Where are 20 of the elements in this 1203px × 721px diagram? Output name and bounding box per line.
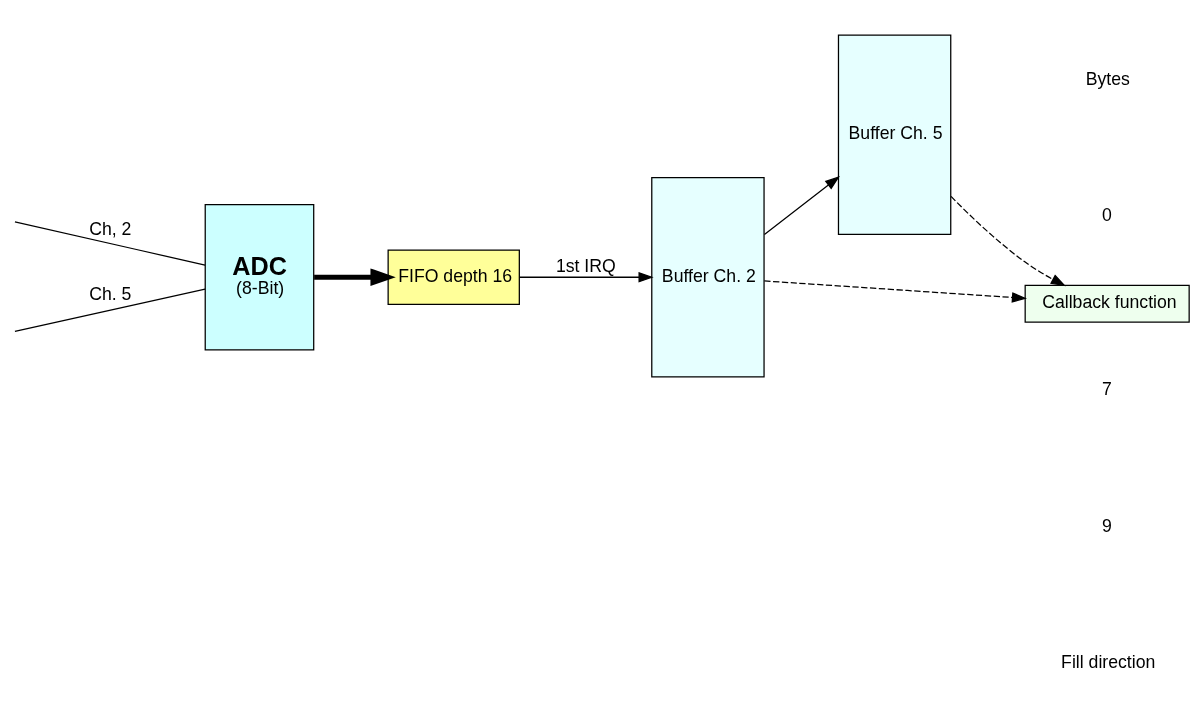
label: Bytes [1085,69,1130,90]
label: 9 [1102,515,1112,536]
arrow [518,271,654,283]
node-box: Buffer Ch. 5 [837,34,952,235]
arrow [314,268,396,287]
node-box: ADC (8-Bit) [204,204,315,351]
label: Fill direction [1061,651,1156,672]
connector [14,221,206,266]
node-box: FIFO depth 16 [387,249,520,305]
node-box: Callback function [1024,284,1190,323]
label: 0 [1102,205,1112,226]
arrow [950,195,1066,287]
arrow [763,176,840,236]
edge-label: Ch. 5 [89,284,132,305]
edge-label: Ch, 2 [89,218,132,239]
label: 7 [1102,379,1112,400]
edge-label: 1st IRQ [555,256,616,277]
connector [14,288,206,333]
arrow [763,280,1027,303]
node-box: Buffer Ch. 2 [651,176,765,378]
